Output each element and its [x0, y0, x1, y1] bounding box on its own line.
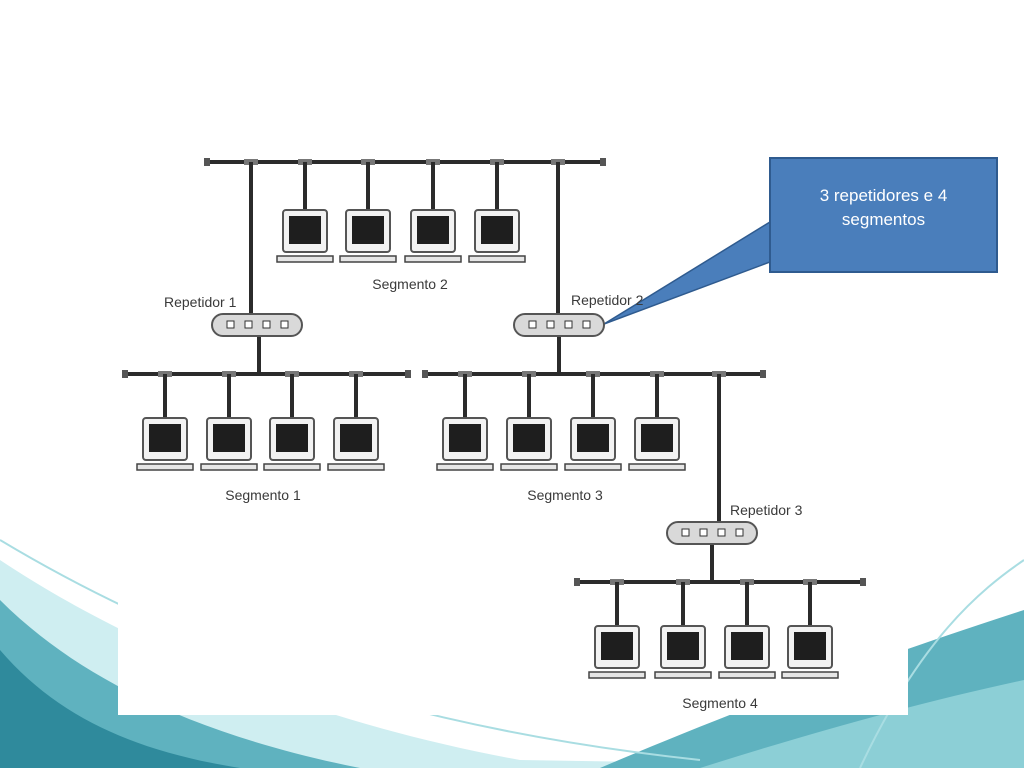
segment-1-bus-end-right — [405, 370, 411, 378]
segment-4-computer-4-screen — [794, 632, 826, 660]
repeater-1-port-4 — [280, 320, 289, 329]
repeater-3-port-1 — [681, 528, 690, 537]
repeater-3-port-2 — [699, 528, 708, 537]
repeater-1-port-1 — [226, 320, 235, 329]
segment-2-computer-1-keyboard — [276, 255, 334, 263]
repeater-2-body — [513, 313, 605, 337]
segment-2-computer-4-keyboard — [468, 255, 526, 263]
segment-4-computer-3-keyboard — [718, 671, 776, 679]
repeater-1-port-3 — [262, 320, 271, 329]
segment-3-computer-1-screen — [449, 424, 481, 452]
segment-label-3: Segmento 3 — [527, 487, 603, 503]
repeater-1-port-2 — [244, 320, 253, 329]
repeater-2-port-4 — [582, 320, 591, 329]
segment-4-computer-2-keyboard — [654, 671, 712, 679]
segment-1-computer-2-screen — [213, 424, 245, 452]
segment-1-bus-end-left — [122, 370, 128, 378]
segment-2-computer-2-screen — [352, 216, 384, 244]
segment-1-computer-2-keyboard — [200, 463, 258, 471]
callout-line-1: 3 repetidores e 4 — [819, 186, 948, 205]
callout-line-2: segmentos — [841, 210, 926, 229]
background-curve-line-right — [859, 559, 1024, 768]
repeater-1-body — [211, 313, 303, 337]
segment-2-computer-2-keyboard — [339, 255, 397, 263]
segment-1-computer-3-keyboard — [263, 463, 321, 471]
segment-3-computer-4-screen — [641, 424, 673, 452]
segment-3-computer-3-screen — [577, 424, 609, 452]
segment-4-computer-4-keyboard — [781, 671, 839, 679]
repeater-3-port-4 — [735, 528, 744, 537]
segment-2-computer-3-screen — [417, 216, 449, 244]
background-swoosh-light — [0, 560, 1024, 768]
segment-3-computer-1-keyboard — [436, 463, 494, 471]
repeater-2-port-2 — [546, 320, 555, 329]
segment-2-computer-4-screen — [481, 216, 513, 244]
segment-3-bus-end-left — [422, 370, 428, 378]
segment-2-bus-end-left — [204, 158, 210, 166]
segment-4-bus-end-right — [860, 578, 866, 586]
cables — [122, 158, 866, 626]
segment-4-computer-3-screen — [731, 632, 763, 660]
background-swoosh-dark — [0, 650, 240, 768]
callout-pointer — [603, 220, 771, 325]
segment-4-computer-1-keyboard — [588, 671, 646, 679]
callout-text: 3 repetidores e 4 segmentos — [770, 184, 997, 232]
segment-label-4: Segmento 4 — [682, 695, 758, 711]
callout-box — [769, 157, 998, 273]
segment-1-computer-3-screen — [276, 424, 308, 452]
segment-2-computer-3-keyboard — [404, 255, 462, 263]
segment-3-computer-3-keyboard — [564, 463, 622, 471]
segment-4-bus-end-left — [574, 578, 580, 586]
repeater-label-1: Repetidor 1 — [164, 294, 237, 310]
segment-1-computer-1-keyboard — [136, 463, 194, 471]
repeater-2-port-3 — [564, 320, 573, 329]
computers — [136, 209, 839, 679]
segment-3-computer-2-screen — [513, 424, 545, 452]
repeater-label-3: Repetidor 3 — [730, 502, 803, 518]
segment-4-computer-1-screen — [601, 632, 633, 660]
segment-label-2: Segmento 2 — [372, 276, 448, 292]
segment-1-computer-1-screen — [149, 424, 181, 452]
repeater-3-port-3 — [717, 528, 726, 537]
segment-3-bus-end-right — [760, 370, 766, 378]
segment-1-computer-4-screen — [340, 424, 372, 452]
segment-3-computer-4-keyboard — [628, 463, 686, 471]
repeater-3-body — [666, 521, 758, 545]
segment-1-computer-4-keyboard — [327, 463, 385, 471]
repeater-2-port-1 — [528, 320, 537, 329]
segment-3-computer-2-keyboard — [500, 463, 558, 471]
repeater-boxes — [211, 313, 758, 545]
segment-label-1: Segmento 1 — [225, 487, 301, 503]
segment-4-computer-2-screen — [667, 632, 699, 660]
repeater-label-2: Repetidor 2 — [571, 292, 644, 308]
segment-2-computer-1-screen — [289, 216, 321, 244]
segment-2-bus-end-right — [600, 158, 606, 166]
background-swoosh-right-light — [700, 680, 1024, 768]
